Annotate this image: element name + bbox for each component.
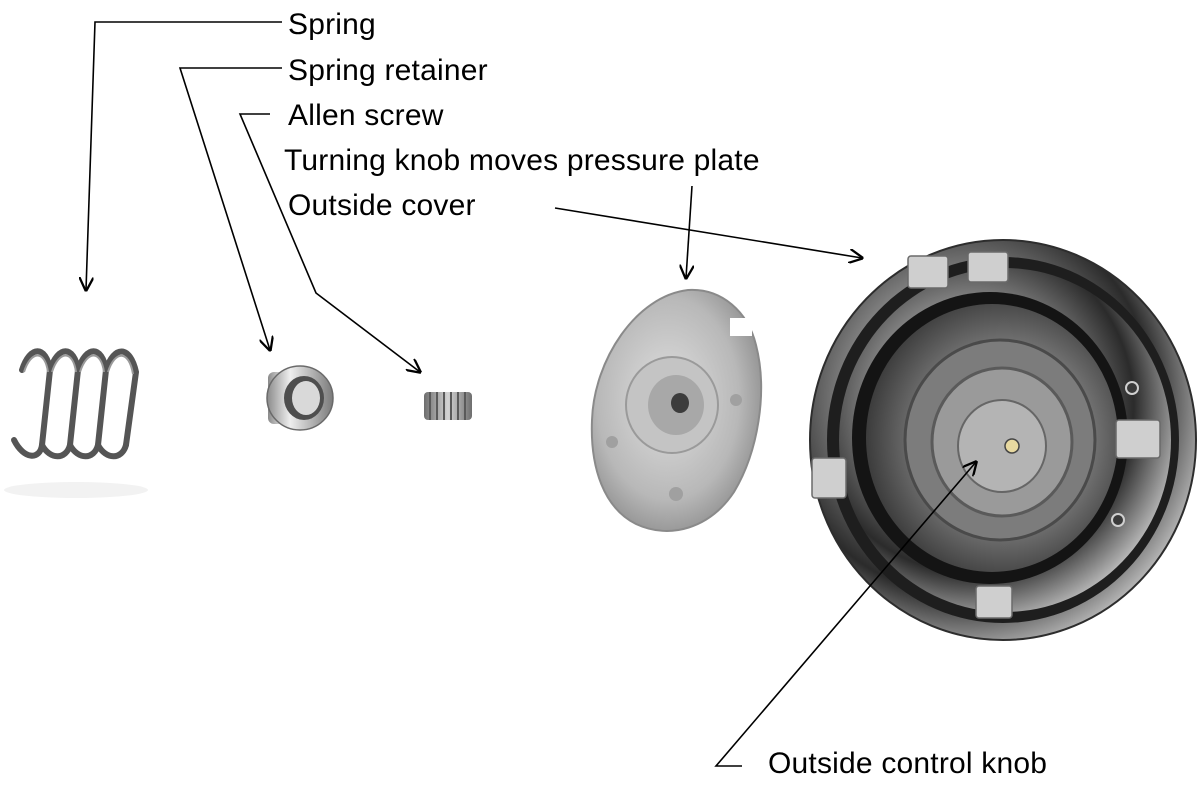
spring-retainer-leader <box>178 67 282 350</box>
label-spring: Spring <box>288 8 376 41</box>
allen-screw-leader <box>238 113 420 372</box>
outside-cover-part <box>809 239 1197 641</box>
label-turning-knob: Turning knob moves pressure plate <box>284 144 760 177</box>
pressure-plate-part <box>590 288 763 532</box>
outside-cover-leader <box>554 207 862 258</box>
outside-control-knob-leader <box>714 462 976 767</box>
label-outside-control-knob: Outside control knob <box>768 747 1048 780</box>
allen-screw-part <box>424 392 472 420</box>
label-spring-retainer: Spring retainer <box>288 54 488 87</box>
spring-part <box>4 348 148 498</box>
leader-lines <box>86 21 976 767</box>
spring-retainer-part <box>266 365 334 431</box>
spring-leader <box>86 21 282 290</box>
turning-knob-leader <box>686 185 692 278</box>
label-allen-screw: Allen screw <box>288 99 444 132</box>
label-outside-cover: Outside cover <box>288 189 476 222</box>
